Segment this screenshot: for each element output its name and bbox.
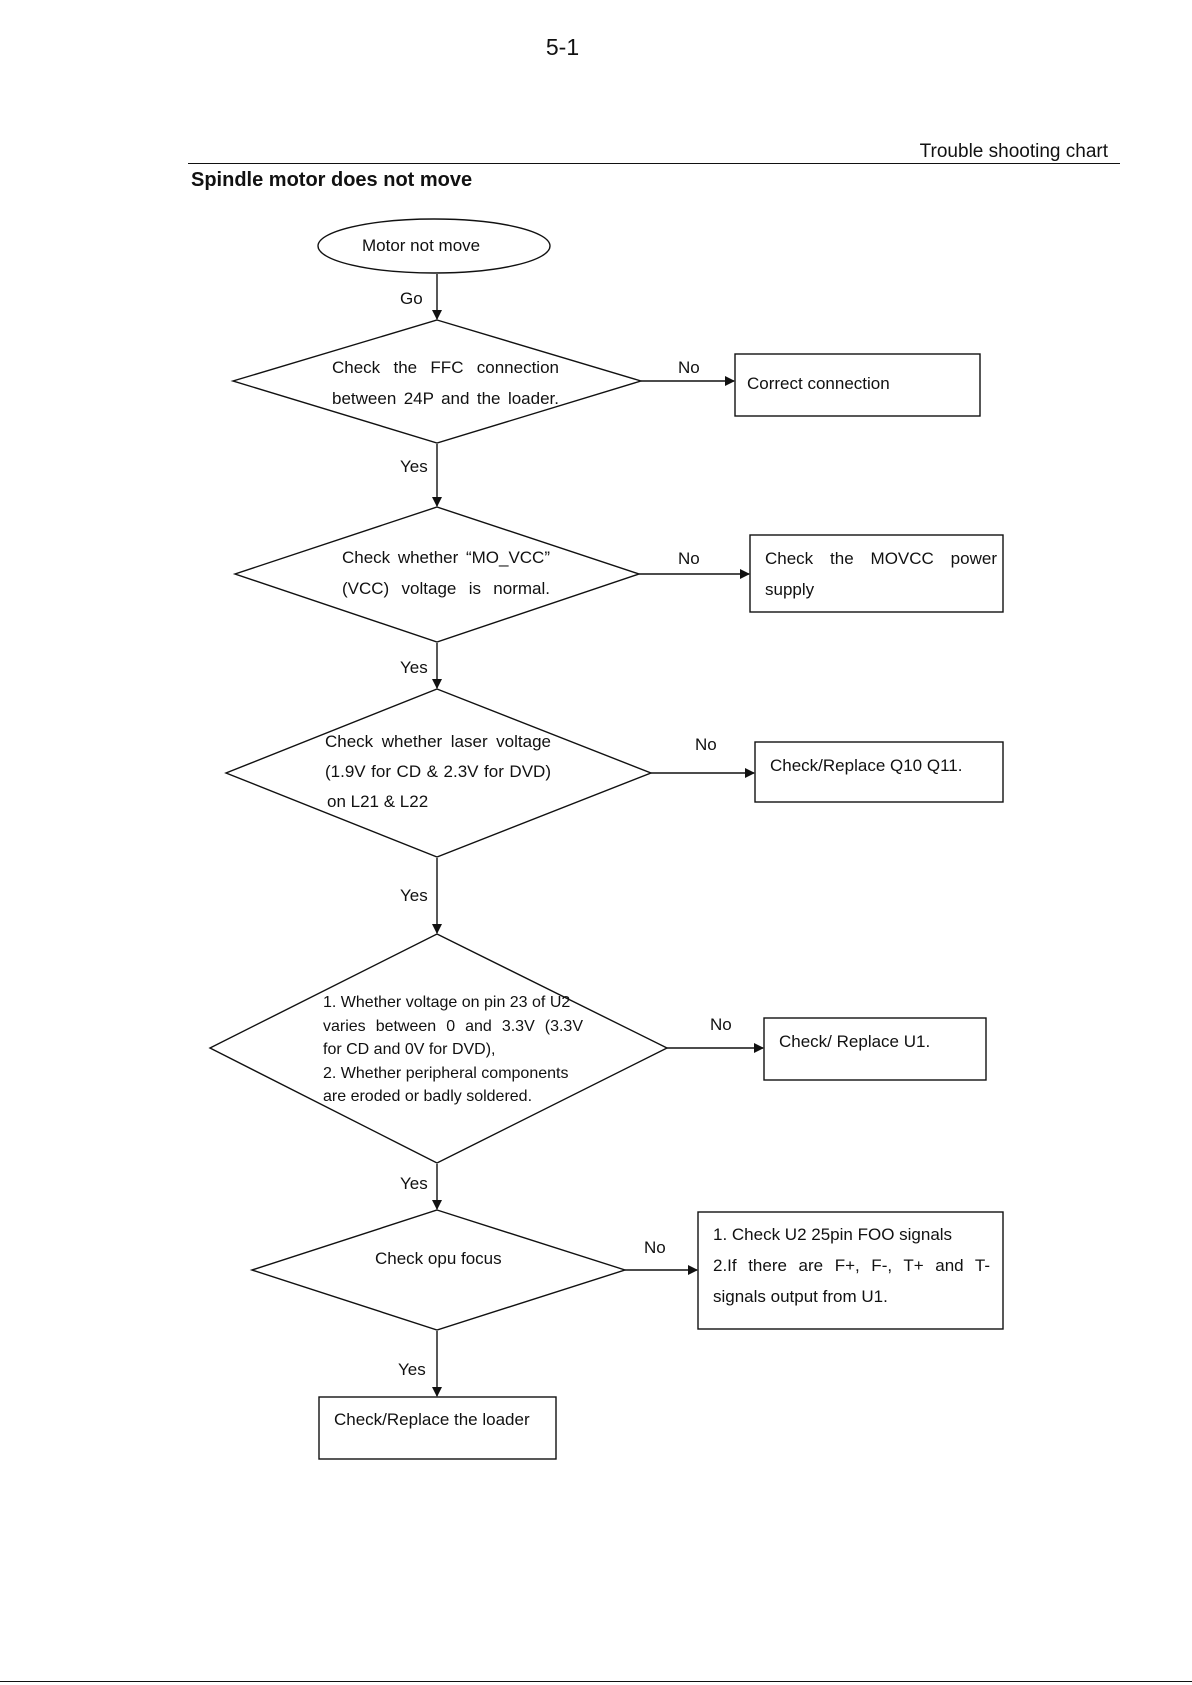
decision-2-line-1: Check whether “MO_VCC” <box>342 548 550 567</box>
decision-5-text: Check opu focus <box>375 1249 502 1268</box>
decision-4-line-1: 1. Whether voltage on pin 23 of U2 <box>323 994 571 1011</box>
end-box <box>318 1396 557 1460</box>
decision-1-line-1: Check the FFC connection <box>332 358 559 377</box>
action-2-text: Check the MOVCC power supply <box>765 543 997 605</box>
page-number: 5-1 <box>545 34 580 60</box>
decision-4-line-3: for CD and 0V for DVD), <box>323 1041 496 1058</box>
action-1-text: Correct connection <box>747 374 890 393</box>
decision-4-no-label: No <box>710 1015 732 1034</box>
decision-5-diamond <box>249 1209 628 1331</box>
footer-rule <box>0 1681 1192 1682</box>
decision-4-text: 1. Whether voltage on pin 23 of U2 varie… <box>323 991 583 1109</box>
decision-1-no-label: No <box>678 358 700 377</box>
action-3-box <box>754 741 1004 803</box>
decision-4-diamond <box>208 933 669 1164</box>
decision-4-line-2: varies between 0 and 3.3V (3.3V <box>323 1017 583 1035</box>
decision-3-yes-label: Yes <box>400 886 428 905</box>
decision-3-line-1: Check whether laser voltage <box>325 732 551 751</box>
decision-1-yes-label: Yes <box>400 457 428 476</box>
decision-2-text: Check whether “MO_VCC” (VCC) voltage is … <box>342 542 550 604</box>
header-label: Trouble shooting chart <box>919 141 1108 162</box>
header-rule <box>188 163 1120 164</box>
action-1-box <box>734 353 981 417</box>
action-2-line-2: supply <box>765 580 815 599</box>
decision-5-yes-label: Yes <box>398 1360 426 1379</box>
action-2-box <box>749 534 1004 613</box>
action-4-box <box>763 1017 987 1081</box>
action-4-text: Check/ Replace U1. <box>779 1032 931 1051</box>
decision-3-line-3: on L21 & L22 <box>327 792 429 811</box>
action-5-text: 1. Check U2 25pin FOO signals 2.If there… <box>713 1219 990 1312</box>
decision-5-no-label: No <box>644 1238 666 1257</box>
start-label: Motor not move <box>362 236 481 255</box>
start-terminator <box>317 218 551 274</box>
action-5-box <box>697 1211 1004 1330</box>
decision-1-line-2: between 24P and the loader. <box>332 389 559 408</box>
decision-3-line-2: (1.9V for CD & 2.3V for DVD) <box>325 762 551 781</box>
end-text: Check/Replace the loader <box>334 1410 530 1429</box>
decision-1-diamond <box>230 319 644 444</box>
decision-3-diamond <box>224 688 653 858</box>
decision-4-line-4: 2. Whether peripheral components <box>323 1064 569 1082</box>
go-label: Go <box>400 289 423 308</box>
chart-title: Spindle motor does not move <box>191 169 473 191</box>
decision-2-diamond <box>232 506 642 643</box>
decision-2-no-label: No <box>678 549 700 568</box>
action-5-line-2: 2.If there are F+, F-, T+ and T- <box>713 1256 990 1275</box>
decision-2-line-2: (VCC) voltage is normal. <box>342 579 550 598</box>
action-3-text: Check/Replace Q10 Q11. <box>770 756 963 775</box>
decision-3-no-label: No <box>695 735 717 754</box>
decision-1-text: Check the FFC connection between 24P and… <box>332 352 559 414</box>
action-5-line-1: 1. Check U2 25pin FOO signals <box>713 1225 953 1244</box>
action-5-line-3: signals output from U1. <box>713 1287 888 1306</box>
decision-2-yes-label: Yes <box>400 658 428 677</box>
decision-4-line-5: are eroded or badly soldered. <box>323 1088 533 1105</box>
decision-4-yes-label: Yes <box>400 1174 428 1193</box>
action-2-line-1: Check the MOVCC power <box>765 549 997 568</box>
decision-3-text: Check whether laser voltage (1.9V for CD… <box>325 727 551 817</box>
